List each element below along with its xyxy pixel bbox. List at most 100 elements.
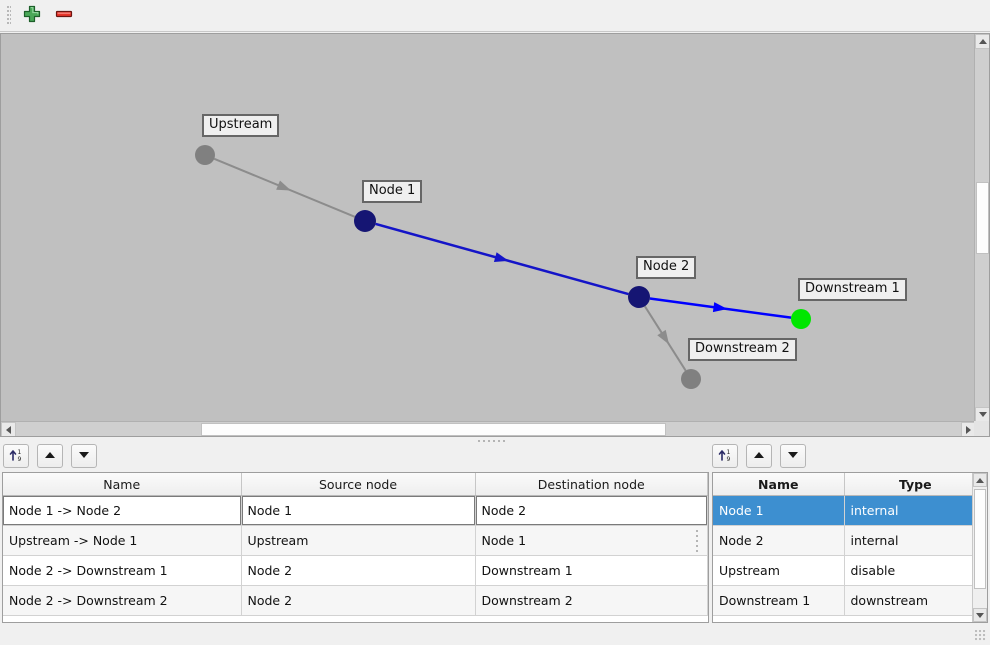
table-cell[interactable]: Upstream [241, 525, 476, 556]
graph-node-label-node2[interactable]: Node 2 [636, 256, 697, 279]
column-header-source-node[interactable]: Source node [241, 473, 476, 496]
svg-text:1: 1 [18, 449, 22, 456]
nodes-scroll-thumb[interactable] [974, 489, 986, 589]
table-cell[interactable]: Node 1 [713, 495, 845, 526]
table-cell[interactable]: Node 2 -> Downstream 2 [3, 585, 242, 616]
scroll-left-button[interactable] [1, 422, 16, 436]
table-cell[interactable]: Upstream [713, 555, 845, 586]
svg-text:9: 9 [727, 456, 731, 463]
graph-node-label-node1[interactable]: Node 1 [362, 180, 423, 203]
graph-node-node2[interactable] [628, 286, 650, 308]
horizontal-scroll-thumb[interactable] [201, 423, 666, 436]
add-button[interactable] [18, 1, 46, 29]
move-up-button[interactable] [746, 444, 772, 468]
scroll-up-button[interactable] [975, 34, 989, 49]
graph-node-upstream[interactable] [195, 145, 215, 165]
toolbar-separator [0, 31, 990, 32]
toolbar-drag-grip[interactable] [4, 4, 14, 26]
remove-button[interactable] [50, 1, 78, 29]
graph-edge-arrow-node1-node2 [493, 252, 509, 262]
graph-edge-arrow-node2-downstream2 [657, 329, 670, 345]
table-cell[interactable]: Node 2 [713, 525, 845, 556]
column-header-name[interactable]: Name [3, 473, 242, 496]
column-header-type[interactable]: Type [844, 473, 987, 496]
red-minus-icon [54, 4, 74, 27]
window-resize-grip[interactable] [975, 630, 987, 642]
move-up-button[interactable] [37, 444, 63, 468]
move-down-button[interactable] [780, 444, 806, 468]
column-header-name[interactable]: Name [713, 473, 845, 496]
nodes-scroll-down-button[interactable] [973, 608, 987, 622]
table-cell[interactable]: Downstream 2 [475, 585, 708, 616]
table-cell[interactable]: internal [844, 525, 987, 556]
table-cell[interactable]: Upstream -> Node 1 [3, 525, 242, 556]
triangle-down-icon [978, 412, 987, 417]
scrollbar-corner [974, 421, 989, 436]
table-cell[interactable]: Node 2 -> Downstream 1 [3, 555, 242, 586]
svg-text:1: 1 [727, 449, 731, 456]
arrow-up-icon [751, 447, 767, 466]
graph-node-downstream2[interactable] [681, 369, 701, 389]
main-toolbar [0, 0, 990, 30]
graph-horizontal-scrollbar[interactable] [1, 421, 976, 436]
table-cell[interactable]: Node 1 [241, 495, 476, 526]
graph-edge-arrow-node2-downstream1 [712, 302, 728, 313]
graph-node-node1[interactable] [354, 210, 376, 232]
graph-node-label-upstream[interactable]: Upstream [202, 114, 280, 137]
table-cell[interactable]: internal [844, 495, 987, 526]
triangle-right-icon [966, 425, 971, 434]
vertical-scroll-thumb[interactable] [976, 182, 989, 254]
triangle-down-icon [976, 612, 984, 618]
graph-svg [195, 145, 811, 389]
scroll-down-button[interactable] [975, 407, 989, 422]
arrow-up-icon [42, 447, 58, 466]
column-header-destination-node[interactable]: Destination node [475, 473, 708, 496]
nodes-table-scrollbar[interactable] [972, 473, 987, 622]
edges-table-resize-grip[interactable] [696, 530, 700, 552]
table-cell[interactable]: disable [844, 555, 987, 586]
table-cell[interactable]: Downstream 1 [475, 555, 708, 586]
svg-text:9: 9 [18, 456, 22, 463]
splitter-grip-icon [478, 440, 508, 443]
move-down-button[interactable] [71, 444, 97, 468]
graph-node-label-downstream2[interactable]: Downstream 2 [688, 338, 797, 361]
table-cell[interactable]: Node 1 -> Node 2 [3, 495, 242, 526]
table-cell[interactable]: Downstream 1 [713, 585, 845, 616]
arrow-down-icon [785, 447, 801, 466]
panel-splitter[interactable] [0, 437, 990, 445]
graph-node-label-downstream1[interactable]: Downstream 1 [798, 278, 907, 301]
table-cell[interactable]: Node 1 [475, 525, 708, 556]
table-cell[interactable]: downstream [844, 585, 987, 616]
table-cell[interactable]: Node 2 [475, 495, 708, 526]
triangle-left-icon [6, 425, 11, 434]
table-cell[interactable]: Node 2 [241, 555, 476, 586]
nodes-scroll-up-button[interactable] [973, 473, 987, 487]
table-cell[interactable]: Node 2 [241, 585, 476, 616]
graph-node-downstream1[interactable] [791, 309, 811, 329]
triangle-up-icon [976, 477, 984, 483]
graph-vertical-scrollbar[interactable] [974, 34, 989, 422]
